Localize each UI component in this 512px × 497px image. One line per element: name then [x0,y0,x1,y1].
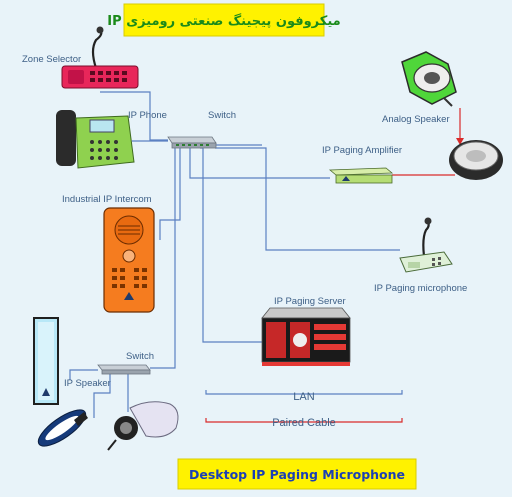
switch-bottom-device[interactable] [97,364,151,375]
lan-switch-link [150,148,176,369]
ip-paging-microphone-device[interactable] [399,217,453,273]
lan-ip-speaker [69,369,98,380]
lan-amplifier [189,148,330,179]
legend-lan: LAN [205,390,403,403]
lan-horn-speaker [93,372,111,418]
ip-paging-microphone-label: IP Paging microphone [374,283,467,294]
dome-speaker-device[interactable] [107,401,179,451]
ip-phone-device[interactable] [56,110,135,169]
legend-lan-label: LAN [293,391,314,403]
ip-paging-server-device[interactable] [261,307,351,366]
ip-paging-amplifier-device[interactable] [328,167,394,184]
lan-paging-server [200,147,262,343]
switch-top-label: Switch [208,110,236,121]
zone-selector-device[interactable] [61,26,139,89]
ip-speaker-label: IP Speaker [64,378,111,389]
lan-paging-microphone [215,147,400,251]
header-title: میکروفون پیجینگ صنعتی رومیزی IP [107,13,340,29]
horn-speaker-device[interactable] [33,404,90,453]
header-title-box: میکروفون پیجینگ صنعتی رومیزی IP [107,3,341,37]
paired-arrow [456,138,464,145]
zone-selector-label: Zone Selector [22,54,81,65]
paired-cable-lines [392,108,464,176]
analog-speaker-label: Analog Speaker [382,114,450,125]
lan-intercom [159,148,181,240]
ip-speaker-column-device[interactable] [33,317,59,405]
lan-zone-selector [100,91,168,141]
legend-paired-cable: Paired Cable [205,417,403,429]
switch-bottom-label: Switch [126,351,154,362]
ip-paging-server-label: IP Paging Server [274,296,346,307]
legend-paired-cable-label: Paired Cable [272,417,336,429]
analog-speaker-device[interactable] [401,51,457,107]
switch-top-device[interactable] [167,136,217,149]
footer-title-box: Desktop IP Paging Microphone [177,458,417,490]
ip-paging-amplifier-label: IP Paging Amplifier [322,145,402,156]
footer-title: Desktop IP Paging Microphone [189,467,405,482]
ip-phone-label: IP Phone [128,110,167,121]
industrial-intercom-device[interactable] [103,207,155,313]
industrial-intercom-label: Industrial IP Intercom [62,194,152,205]
ceiling-speaker-device[interactable] [449,140,503,180]
